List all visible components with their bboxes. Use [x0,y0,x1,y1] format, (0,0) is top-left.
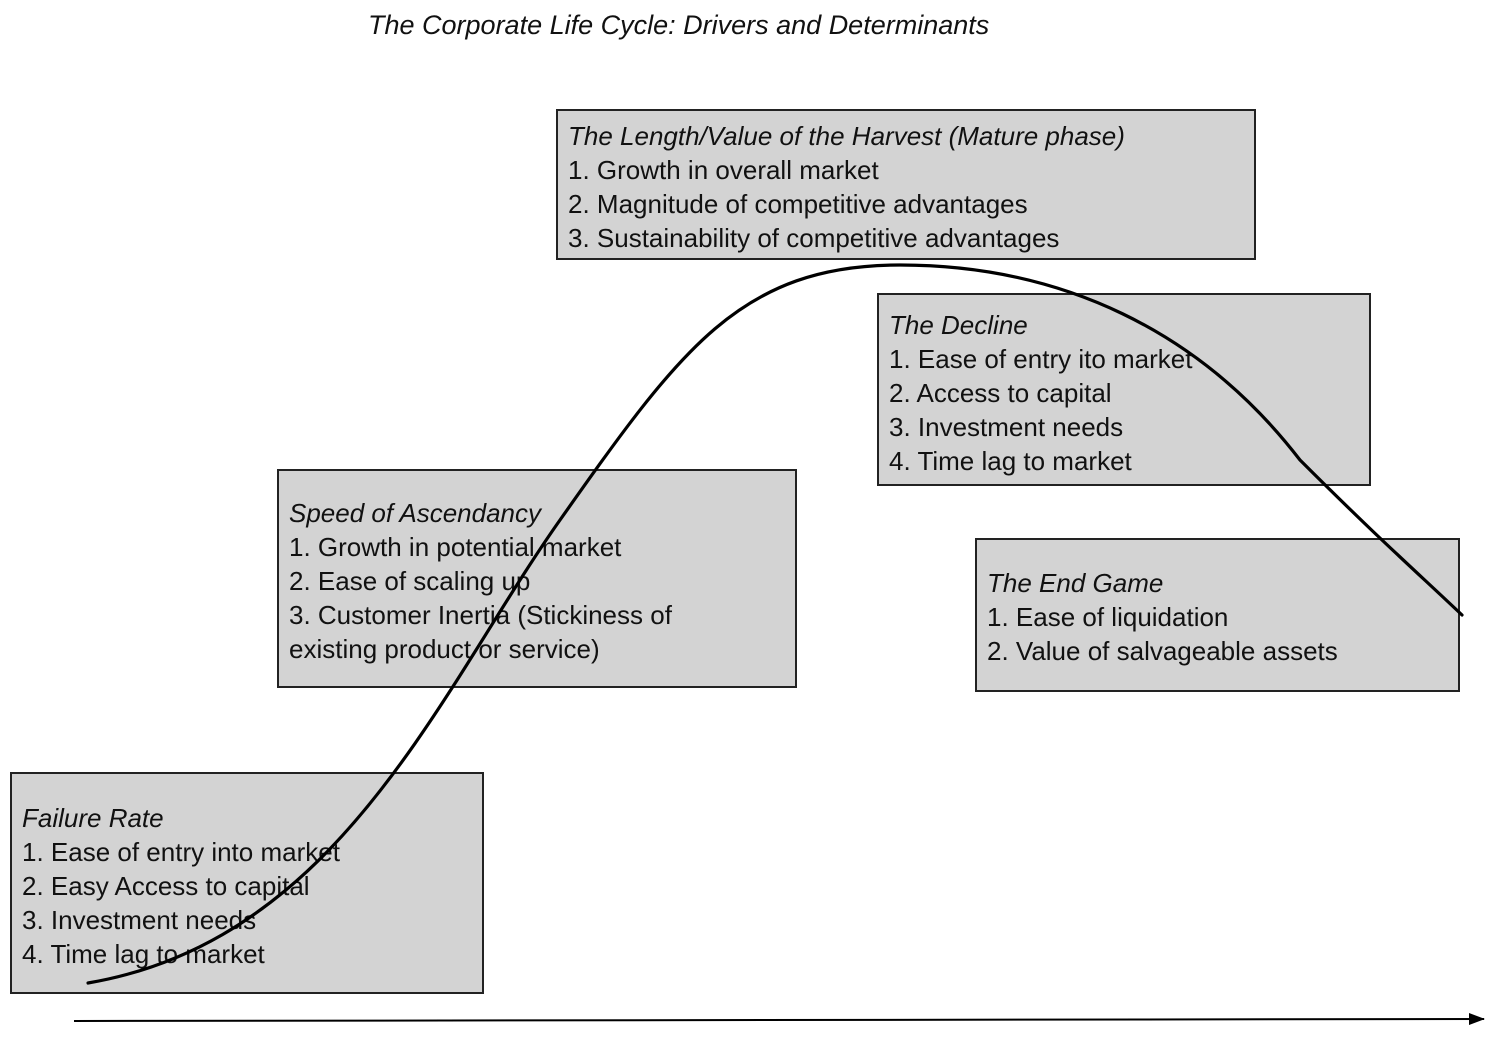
failure-box: Failure Rate 1. Ease of entry into marke… [10,772,484,994]
decline-item: 2. Access to capital [889,378,1112,408]
failure-item: 2. Easy Access to capital [22,871,310,901]
decline-list: 1. Ease of entry ito market 2. Access to… [889,342,1359,478]
ascendancy-list: 1. Growth in potential market 2. Ease of… [289,530,785,666]
end-game-list: 1. Ease of liquidation 2. Value of salva… [987,600,1448,668]
decline-item: 1. Ease of entry ito market [889,344,1193,374]
failure-list: 1. Ease of entry into market 2. Easy Acc… [22,835,472,971]
end-game-box: The End Game 1. Ease of liquidation 2. V… [975,538,1460,692]
harvest-item: 3. Sustainability of competitive advanta… [568,223,1060,253]
failure-item: 4. Time lag to market [22,939,265,969]
ascendancy-item: 2. Ease of scaling up [289,566,531,596]
ascendancy-item: 1. Growth in potential market [289,532,622,562]
decline-box: The Decline 1. Ease of entry ito market … [877,293,1371,486]
ascendancy-box: Speed of Ascendancy 1. Growth in potenti… [277,469,797,688]
ascendancy-item: 3. Customer Inertia (Stickiness of exist… [289,600,672,664]
decline-item: 4. Time lag to market [889,446,1132,476]
failure-item: 1. Ease of entry into market [22,837,340,867]
harvest-item: 2. Magnitude of competitive advantages [568,189,1028,219]
failure-heading: Failure Rate [22,803,164,833]
end-game-item: 1. Ease of liquidation [987,602,1229,632]
decline-heading: The Decline [889,310,1028,340]
decline-item: 3. Investment needs [889,412,1124,442]
ascendancy-heading: Speed of Ascendancy [289,498,541,528]
end-game-item: 2. Value of salvageable assets [987,636,1338,666]
failure-item: 3. Investment needs [22,905,257,935]
end-game-heading: The End Game [987,568,1164,598]
time-axis-arrow [73,1013,1485,1026]
harvest-list: 1. Growth in overall market 2. Magnitude… [568,153,1244,255]
diagram-title: The Corporate Life Cycle: Drivers and De… [368,10,990,40]
harvest-box: The Length/Value of the Harvest (Mature … [556,109,1256,260]
harvest-heading: The Length/Value of the Harvest (Mature … [568,121,1125,151]
harvest-item: 1. Growth in overall market [568,155,879,185]
